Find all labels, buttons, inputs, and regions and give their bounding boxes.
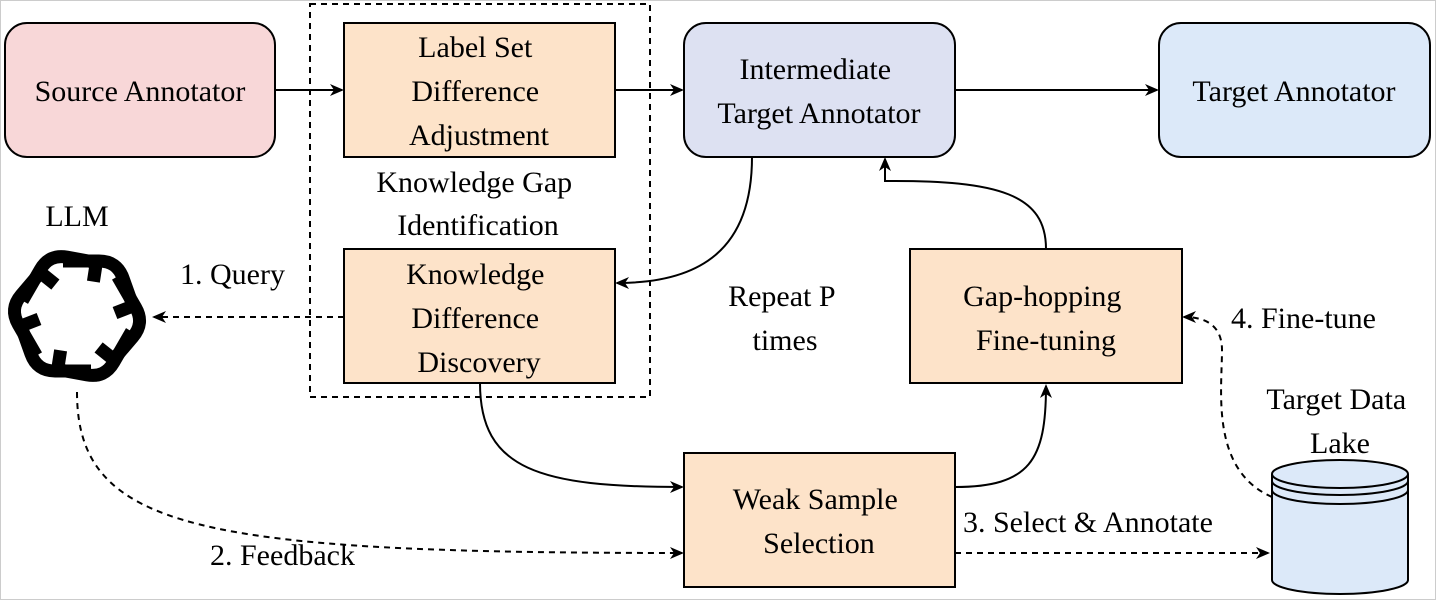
label-set-adjustment-line: Adjustment xyxy=(409,119,550,152)
source-annotator-node: Source Annotator xyxy=(4,22,276,158)
knowledge-gap-line: Knowledge Gap xyxy=(376,166,572,199)
label-set-adjustment-box xyxy=(343,22,616,158)
gap-hopping-line: Fine-tuning xyxy=(976,324,1116,357)
edge-label-select-annotate: 3. Select & Annotate xyxy=(963,506,1213,539)
weak-sample-selection-node: Weak Sample Selection xyxy=(683,452,956,588)
knowledge-gap-identification-label: Knowledge Gap Identification xyxy=(376,166,579,242)
gap-hopping-line: Gap-hopping xyxy=(963,280,1121,313)
intermediate-annotator-label: Intermediate Target Annotator xyxy=(717,53,920,130)
intermediate-annotator-line: Target Annotator xyxy=(717,97,920,130)
gap-hopping-finetuning-box xyxy=(909,248,1183,384)
knowledge-difference-discovery-node: Knowledge Difference Discovery xyxy=(343,248,616,384)
edge-label-feedback: 2. Feedback xyxy=(210,539,355,572)
knowledge-difference-line: Knowledge xyxy=(406,258,544,291)
repeat-note-label: Repeat P times xyxy=(728,280,842,357)
edge-intermediate-to-discovery xyxy=(615,156,753,289)
intermediate-annotator-box xyxy=(683,22,956,158)
label-set-adjustment-line: Label Set xyxy=(418,31,533,64)
edge-gap-hopping-to-intermediate xyxy=(879,157,1047,250)
database-body xyxy=(1271,474,1409,595)
knowledge-difference-line: Difference xyxy=(411,302,539,335)
label-set-adjustment-line: Difference xyxy=(411,75,539,108)
openai-logo-icon xyxy=(8,250,146,382)
intermediate-annotator-node: Intermediate Target Annotator xyxy=(683,22,956,158)
intermediate-annotator-line: Intermediate xyxy=(739,53,891,86)
gap-hopping-finetuning-node: Gap-hopping Fine-tuning xyxy=(909,248,1183,384)
database-icon xyxy=(1271,459,1409,595)
knowledge-gap-line: Identification xyxy=(397,209,559,242)
target-data-lake-label: Target Data Lake xyxy=(1266,383,1413,460)
edge-label-fine-tune: 4. Fine-tune xyxy=(1231,302,1376,335)
llm-label: LLM xyxy=(45,200,108,233)
knowledge-difference-discovery-label: Knowledge Difference Discovery xyxy=(406,258,552,379)
target-annotator-node: Target Annotator xyxy=(1158,22,1431,158)
target-annotator-line: Target Annotator xyxy=(1192,75,1395,108)
edge-llm-to-weak-sample xyxy=(76,391,684,559)
target-annotator-box xyxy=(1158,22,1431,158)
edge-discovery-to-weak-sample xyxy=(479,382,684,493)
label-set-adjustment-label: Label Set Difference Adjustment xyxy=(409,31,550,152)
target-annotator-label: Target Annotator xyxy=(1192,75,1395,108)
edge-lake-to-gap-hopping xyxy=(1182,311,1273,498)
repeat-note-line: Repeat P xyxy=(728,280,835,313)
repeat-note-line: times xyxy=(753,324,818,357)
knowledge-difference-line: Discovery xyxy=(417,346,540,379)
database-top xyxy=(1271,459,1409,489)
source-annotator-line: Source Annotator xyxy=(35,75,246,108)
gap-hopping-finetuning-label: Gap-hopping Fine-tuning xyxy=(963,280,1129,357)
target-data-lake-line: Target Data xyxy=(1266,383,1406,416)
weak-sample-line: Weak Sample xyxy=(733,483,898,516)
target-data-lake-line: Lake xyxy=(1310,427,1370,460)
label-set-adjustment-node: Label Set Difference Adjustment xyxy=(343,22,616,158)
source-annotator-label: Source Annotator xyxy=(35,75,246,108)
database-ring xyxy=(1271,480,1409,496)
edge-weak-sample-to-gap-hopping xyxy=(954,384,1052,488)
database-ring xyxy=(1271,489,1409,505)
edge-label-query: 1. Query xyxy=(180,258,285,291)
weak-sample-line: Selection xyxy=(763,527,875,560)
weak-sample-selection-label: Weak Sample Selection xyxy=(733,483,906,560)
weak-sample-selection-box xyxy=(683,452,956,588)
